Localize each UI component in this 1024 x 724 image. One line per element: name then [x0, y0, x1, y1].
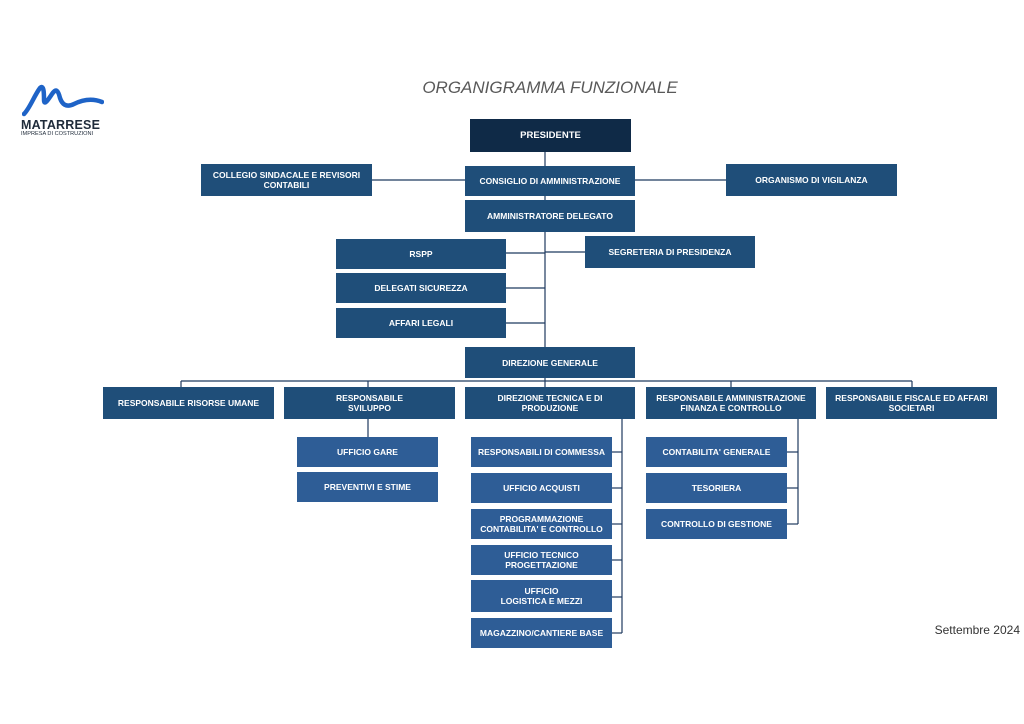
node-consiglio: CONSIGLIO DI AMMINISTRAZIONE: [465, 166, 635, 196]
node-tesoriera: TESORIERA: [646, 473, 787, 503]
node-contabilita: CONTABILITA' GENERALE: [646, 437, 787, 467]
node-preventivi: PREVENTIVI E STIME: [297, 472, 438, 502]
node-delegati: DELEGATI SICUREZZA: [336, 273, 506, 303]
node-rspp: RSPP: [336, 239, 506, 269]
node-ufficio-gare: UFFICIO GARE: [297, 437, 438, 467]
node-amministrazione: RESPONSABILE AMMINISTRAZIONE FINANZA E C…: [646, 387, 816, 419]
chart-title: ORGANIGRAMMA FUNZIONALE: [422, 78, 678, 97]
node-logistica: UFFICIO LOGISTICA E MEZZI: [471, 580, 612, 612]
node-fiscale: RESPONSABILE FISCALE ED AFFARI SOCIETARI: [826, 387, 997, 419]
logo-tagline: IMPRESA DI COSTRUZIONI: [21, 131, 94, 137]
date-label: Settembre 2024: [934, 623, 1020, 637]
node-commessa: RESPONSABILI DI COMMESSA: [471, 437, 612, 467]
matarrese-logo-icon: [22, 84, 104, 117]
node-controllo-gestione: CONTROLLO DI GESTIONE: [646, 509, 787, 539]
node-presidente: PRESIDENTE: [470, 119, 631, 152]
node-organismo: ORGANISMO DI VIGILANZA: [726, 164, 897, 196]
node-risorse-umane: RESPONSABILE RISORSE UMANE: [103, 387, 274, 419]
node-affari-legali: AFFARI LEGALI: [336, 308, 506, 338]
node-direzione-generale: DIREZIONE GENERALE: [465, 347, 635, 378]
node-amministratore: AMMINISTRATORE DELEGATO: [465, 200, 635, 232]
logo-name: MATARRESE: [21, 118, 101, 132]
node-programmazione: PROGRAMMAZIONE CONTABILITA' E CONTROLLO: [471, 509, 612, 539]
node-magazzino: MAGAZZINO/CANTIERE BASE: [471, 618, 612, 648]
node-acquisti: UFFICIO ACQUISTI: [471, 473, 612, 503]
node-collegio: COLLEGIO SINDACALE E REVISORI CONTABILI: [201, 164, 372, 196]
node-segreteria: SEGRETERIA DI PRESIDENZA: [585, 236, 755, 268]
node-sviluppo: RESPONSABILE SVILUPPO: [284, 387, 455, 419]
node-tecnico: UFFICIO TECNICO PROGETTAZIONE: [471, 545, 612, 575]
node-direzione-tecnica: DIREZIONE TECNICA E DI PRODUZIONE: [465, 387, 635, 419]
